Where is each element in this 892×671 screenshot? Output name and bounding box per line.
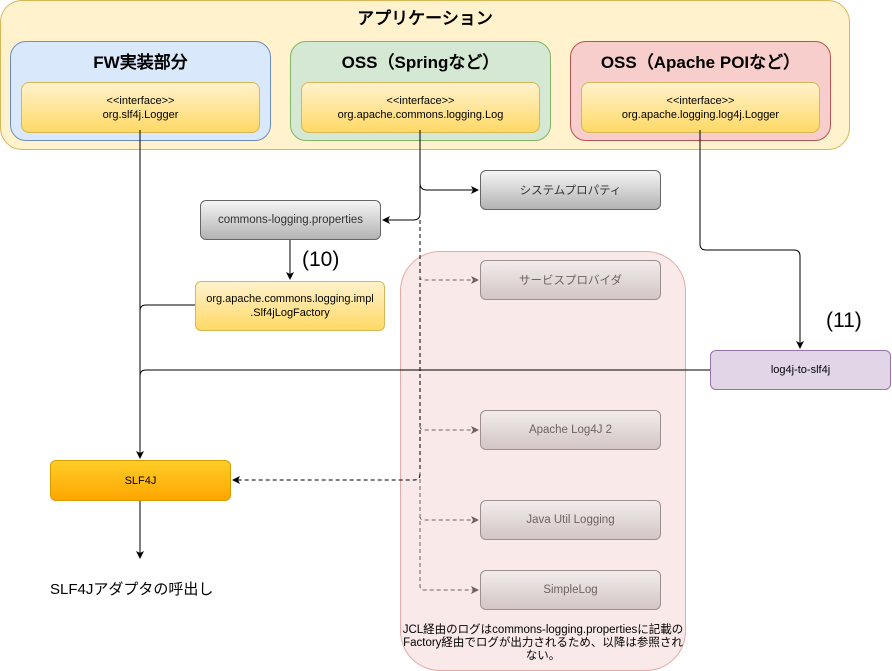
- group-title: OSS（Springなど）: [341, 53, 500, 72]
- step-10-label: (10): [302, 248, 340, 271]
- commons-logging-properties-node[interactable]: commons-logging.properties: [200, 200, 381, 240]
- interface-name: org.slf4j.Logger: [102, 108, 179, 121]
- system-property-node[interactable]: システムプロパティ: [480, 170, 661, 210]
- jcl-note-text: JCL経由のログはcommons-logging.propertiesに記載のF…: [402, 624, 684, 662]
- group-oss-apache-poi: OSS（Apache POIなど） <<interface>> org.apac…: [570, 41, 831, 141]
- application-title: アプリケーション: [357, 9, 493, 28]
- slf4j-log-factory-line2: .Slf4jLogFactory: [250, 307, 330, 319]
- edge-dashed-to-slf4j: [232, 473, 421, 484]
- group-oss-spring: OSS（Springなど） <<interface>> org.apache.c…: [290, 41, 551, 141]
- group-fw-implementation: FW実装部分 <<interface>> org.slf4j.Logger: [10, 41, 271, 141]
- interface-slf4j-logger[interactable]: <<interface>> org.slf4j.Logger: [21, 82, 260, 133]
- simple-log-node[interactable]: SimpleLog: [480, 570, 661, 610]
- apache-log4j2-node[interactable]: Apache Log4J 2: [480, 410, 661, 450]
- interface-name: org.apache.commons.logging.Log: [337, 108, 504, 121]
- stereotype-label: <<interface>>: [386, 94, 455, 107]
- stereotype-label: <<interface>>: [106, 94, 175, 107]
- interface-log4j-logger[interactable]: <<interface>> org.apache.logging.log4j.L…: [581, 82, 820, 133]
- service-provider-node[interactable]: サービスプロバイダ: [480, 260, 661, 300]
- group-title: OSS（Apache POIなど）: [600, 53, 801, 72]
- java-util-logging-node[interactable]: Java Util Logging: [480, 500, 661, 540]
- group-title: FW実装部分: [93, 53, 188, 72]
- edge-slf4j-factory-to-trunk: [139, 304, 195, 312]
- slf4j-log-factory-line1: org.apache.commons.logging.impl: [206, 293, 374, 305]
- slf4j-log-factory-node[interactable]: org.apache.commons.logging.impl .Slf4jLo…: [195, 281, 385, 331]
- interface-commons-logging-log[interactable]: <<interface>> org.apache.commons.logging…: [301, 82, 540, 133]
- step-11-label: (11): [826, 309, 862, 332]
- slf4j-adapter-call-label: SLF4Jアダプタの呼出し: [50, 581, 214, 598]
- stereotype-label: <<interface>>: [666, 94, 735, 107]
- edge-log4j-logger-to-bridge: [699, 130, 804, 349]
- log4j-to-slf4j-node[interactable]: log4j-to-slf4j: [710, 350, 891, 390]
- slf4j-node[interactable]: SLF4J: [50, 460, 231, 501]
- interface-name: org.apache.logging.log4j.Logger: [621, 108, 780, 121]
- edge-commons-log-to-properties: [382, 185, 421, 224]
